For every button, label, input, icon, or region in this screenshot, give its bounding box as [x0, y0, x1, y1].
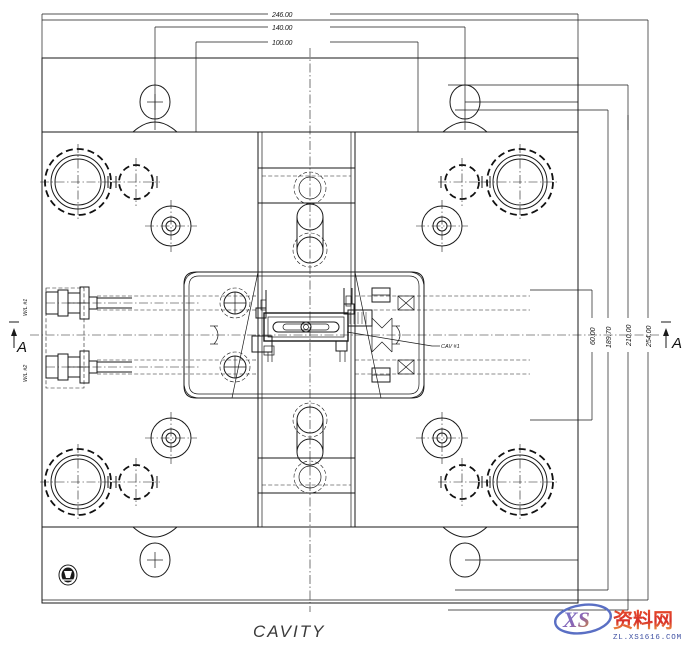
section-marker-right: A: [661, 321, 682, 352]
watermark-cn: 资料网: [613, 608, 673, 632]
drawing-title: CAVITY: [253, 622, 325, 641]
dim-246: 246.00: [271, 12, 293, 19]
dim-210: 210.00: [626, 324, 633, 347]
leader-pin-bushing-top-left: [40, 144, 160, 220]
dim-140: 140.00: [272, 25, 293, 32]
angled-construction-lines: [231, 271, 382, 399]
waterline-fittings: W/L #1 W/L #2: [23, 286, 530, 389]
waterline-fitting-1: [45, 286, 200, 320]
top-flange-holes: [139, 84, 578, 120]
hatch-ticks: [349, 312, 367, 324]
section-letter-right: A: [671, 335, 682, 352]
section-marker-left: A: [9, 321, 27, 356]
support-pillar-top-right: [416, 200, 468, 252]
watermark-domain: ZL.XS1616.COM: [613, 634, 682, 642]
waterline-label-2: W/L #2: [23, 365, 29, 382]
leader-pin-bushing-top-right: [438, 144, 558, 220]
insert-guide-bushing-bottom: [219, 351, 251, 383]
boxed-x-top: [397, 295, 415, 311]
dim-60: 60.00: [590, 327, 597, 345]
cav-label: CAV #1: [441, 344, 460, 350]
cavity-right-hatch: [335, 288, 373, 362]
insert-guide-bushing-top: [219, 287, 251, 319]
flange-hole-leaders: [577, 102, 629, 560]
cross-vent-feature: [371, 317, 393, 353]
waterline-fitting-2: [45, 350, 200, 384]
support-pillar-top-left: [145, 200, 197, 252]
bottom-flange-holes: [139, 542, 578, 578]
mold-plate-outline: [41, 57, 579, 604]
svg-text:XS: XS: [562, 607, 590, 632]
dim-100: 100.00: [272, 40, 293, 47]
cavity-callout: CAV #1: [346, 331, 460, 350]
right-slide-detail: [371, 287, 415, 383]
cavity-insert-block: [183, 271, 425, 399]
support-pillar-bottom-right: [416, 412, 468, 464]
dim-18970: 189.70: [606, 326, 613, 348]
boxed-x-bottom: [397, 359, 415, 375]
right-dimension-group: 60.00 189.70 210.00 254.00: [42, 19, 653, 611]
site-watermark: XS 资料网 ZL.XS1616.COM: [551, 602, 691, 646]
waterline-label-1: W/L #1: [23, 299, 29, 316]
dim-254: 254.00: [646, 325, 653, 348]
leader-pin-bushing-bottom-left: [40, 444, 160, 520]
manufacturer-stamp-icon: [58, 564, 78, 586]
support-pillar-bottom-left: [145, 412, 197, 464]
section-letter-left: A: [16, 339, 27, 356]
leader-pin-bushing-bottom-right: [438, 444, 558, 520]
cavity-part-detail: [251, 288, 373, 362]
top-dimension-group: 246.00 140.00 100.00: [41, 12, 579, 132]
cavity-left-hatch: [251, 290, 275, 362]
